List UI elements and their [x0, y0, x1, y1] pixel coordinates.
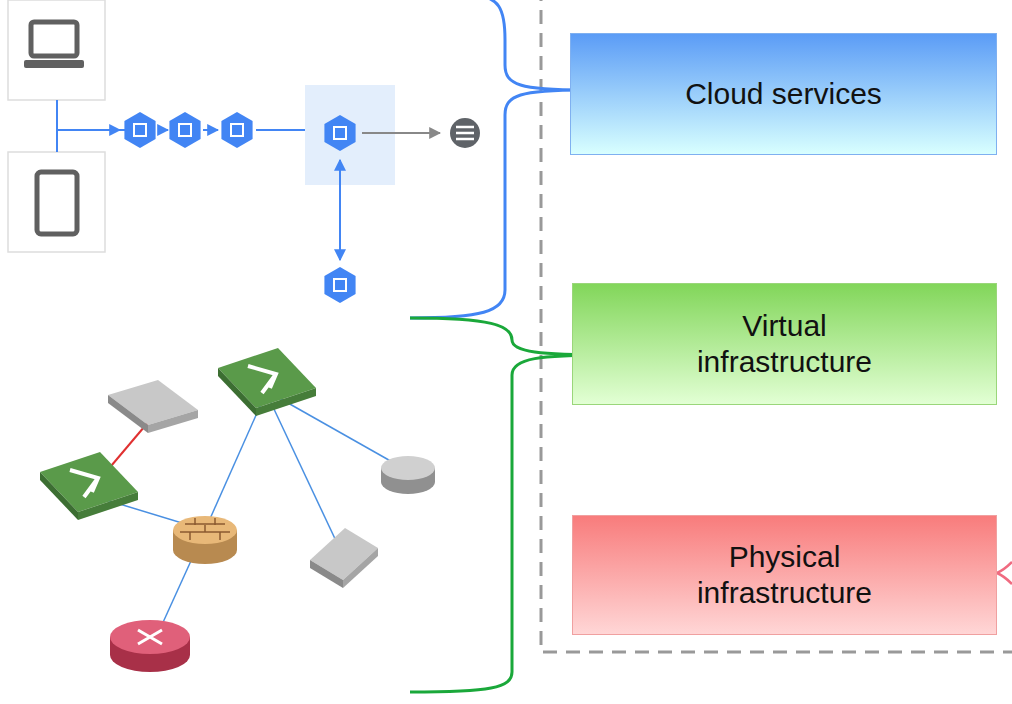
double-arrow — [339, 160, 341, 260]
service-hexagon — [324, 115, 355, 151]
bracket — [410, 0, 585, 318]
layer-box: Cloud services — [570, 33, 997, 155]
flow-arrow — [362, 132, 440, 134]
service-hexagon — [324, 267, 355, 303]
laptop-icon — [8, 0, 105, 100]
bracket-tip — [997, 562, 1012, 584]
service-hexagon — [169, 112, 200, 148]
flow-arrow — [158, 129, 168, 131]
tablet-icon — [8, 152, 105, 252]
flow-arrow — [203, 129, 218, 131]
flow-arrow — [57, 129, 120, 131]
dashed-boundary — [541, 0, 1012, 652]
compute-highlight — [305, 85, 395, 185]
layer-label: Virtual infrastructure — [670, 308, 900, 380]
layer-label: Physical infrastructure — [670, 539, 900, 611]
flow-line — [57, 100, 128, 152]
layer-box: Virtual infrastructure — [572, 283, 997, 405]
service-hexagon — [124, 112, 155, 148]
layer-label: Cloud services — [685, 76, 882, 112]
network-illustration — [40, 348, 435, 672]
layer-box: Physical infrastructure — [572, 515, 997, 635]
storage-icon — [450, 118, 480, 148]
service-hexagon — [221, 112, 252, 148]
